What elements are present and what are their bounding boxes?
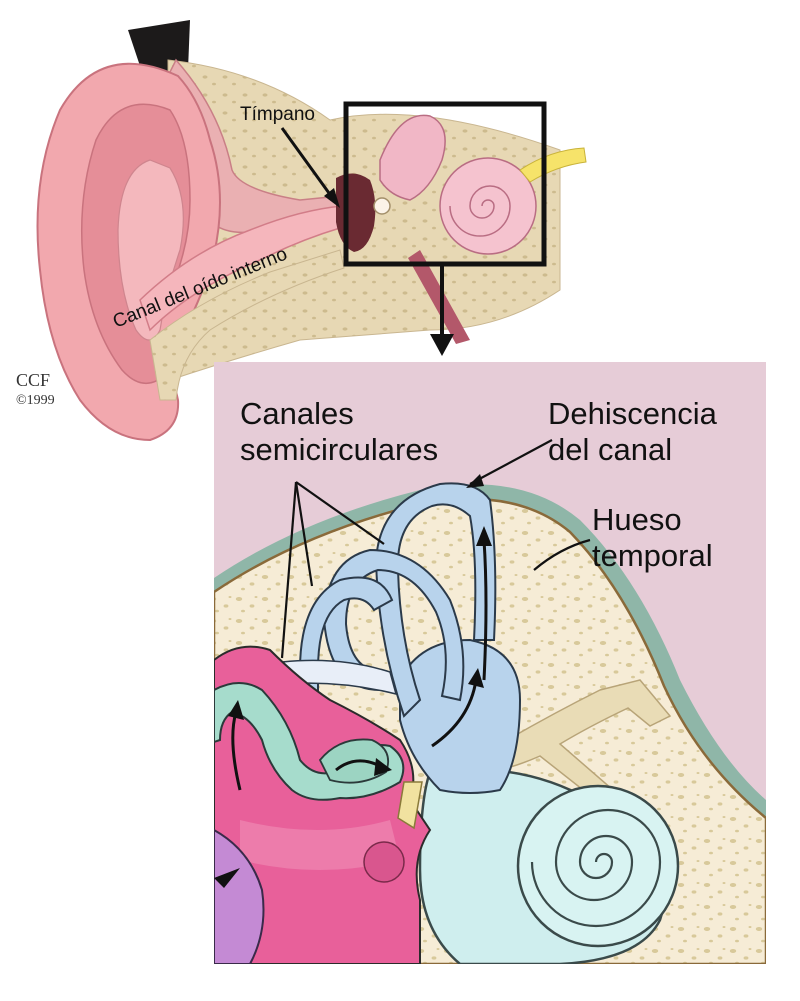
pinna-concha [117, 159, 184, 341]
cochlea-overview [439, 157, 537, 255]
tympanic-membrane [214, 828, 265, 964]
cochlea-coil [516, 784, 680, 948]
ossicle-flow-arrow-head [228, 700, 244, 720]
vestibular-overview [379, 114, 446, 201]
cochlea-spiral [530, 808, 662, 928]
credit-mark: CCF [16, 370, 50, 390]
temporal-bone-label-line1: Hueso [592, 502, 682, 537]
canal-bone-lower [149, 249, 345, 401]
dehiscence-label-line1: Dehiscencia [548, 396, 718, 431]
ossicle-overview [373, 197, 391, 215]
bone-pointer [533, 538, 591, 571]
outer-ear-overview [36, 20, 587, 442]
nerve-branch [479, 679, 672, 809]
sound-arrow [214, 868, 240, 888]
temporal-bone-label-line2: temporal [592, 538, 713, 573]
superior-semicircular-canal [374, 482, 497, 718]
eustachian-tube [408, 250, 470, 344]
dehiscence-pointer-head [466, 474, 484, 488]
round-window [363, 841, 405, 883]
dehiscence-label-line2: del canal [548, 432, 672, 467]
zoom-callout-frame [343, 101, 547, 267]
eardrum-pointer [280, 127, 336, 201]
flow-arrow-head [468, 668, 484, 688]
canals-pointer-right [295, 481, 385, 545]
semicircular-canals-label-line2: semicirculares [240, 432, 438, 467]
eardrum-pointer-head [324, 188, 340, 208]
flow-arrow [431, 679, 478, 748]
canals-pointer-middle [294, 481, 314, 587]
zoom-arrowhead [430, 334, 454, 356]
stapes-flow-arrow-head [374, 758, 392, 776]
flow-arrow-head [476, 526, 492, 546]
cochlea-overview-spiral [449, 185, 511, 237]
semicircular-canals-label-line1: Canales [240, 396, 354, 431]
oval-window [397, 781, 423, 830]
horizontal-duct [281, 659, 398, 696]
canals-pointer-left [280, 481, 298, 659]
eardrum-label: Tímpano [240, 104, 315, 125]
dehiscence-pointer [469, 439, 553, 485]
middle-ear-highlight [240, 820, 400, 870]
credit-year: ©1999 [16, 393, 55, 408]
lateral-semicircular-canal [299, 576, 394, 701]
flow-arrow [482, 539, 488, 681]
detail-panel [214, 362, 766, 964]
